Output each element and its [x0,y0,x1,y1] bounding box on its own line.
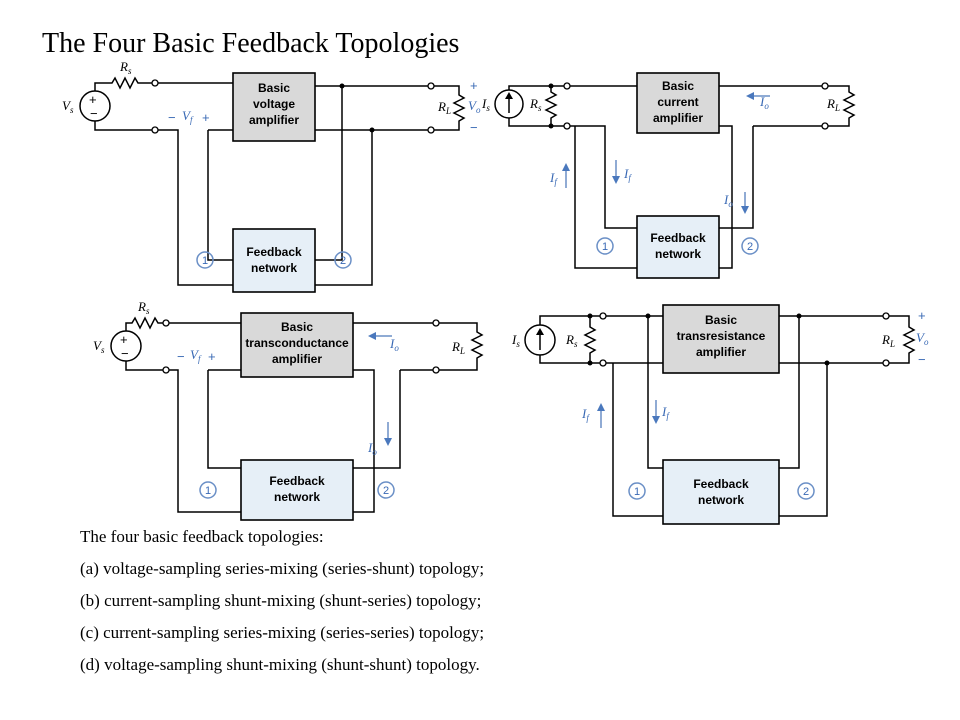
svg-text:−: − [177,349,185,364]
panel-a-rs-label: Rs [119,59,132,76]
svg-text:transconductance: transconductance [245,336,349,350]
svg-text:Feedback: Feedback [269,474,325,488]
panel-b-amplifier-box [636,72,720,134]
panel-a-series-shunt: + − Vs Rs − Vf + Basic voltage amplifier… [62,59,481,293]
panel-b-if2-label: If [623,166,632,183]
panel-b-if-label: If [549,170,558,187]
svg-text:2: 2 [383,485,389,497]
svg-text:−: − [470,120,478,135]
panel-d-rs-label: Rs [565,332,578,349]
svg-text:2: 2 [340,255,346,267]
panel-c-source-label: Vs [93,338,105,355]
panel-d-feedback-box [662,459,780,525]
svg-text:−: − [918,352,926,367]
caption-intro: The four basic feedback topologies: [80,527,324,546]
svg-text:transresistance: transresistance [677,329,766,343]
caption-item-a: (a) voltage-sampling series-mixing (seri… [80,559,485,578]
panel-a-vf-label: Vf [182,108,194,125]
panel-c-amplifier-box [240,312,354,378]
svg-text:Feedback: Feedback [693,477,749,491]
svg-text:1: 1 [634,486,640,498]
panel-b-rl-label: RL [826,96,840,113]
panel-b-shunt-series: Is Rs If If Basic current amplifier Io I… [481,72,856,279]
page-title: The Four Basic Feedback Topologies [42,28,460,59]
panel-a-source-label: Vs [62,98,74,115]
svg-text:+: + [202,110,210,125]
svg-text:1: 1 [202,255,208,267]
panel-d-if2-label: If [661,404,670,421]
svg-text:+: + [89,92,97,107]
svg-text:Basic: Basic [705,313,737,327]
panel-a-feedback-box [232,228,316,293]
svg-text:−: − [121,346,129,361]
svg-text:−: − [90,106,98,121]
panel-b-io-label: Io [759,94,769,111]
panel-b-rs-label: Rs [529,96,542,113]
svg-text:network: network [274,490,320,504]
figure-caption: The four basic feedback topologies: (a) … [80,527,484,687]
panel-c-rs-label: Rs [137,299,150,316]
panel-c-io2-label: Io [367,440,377,457]
panel-c-vf-label: Vf [190,347,202,364]
svg-text:network: network [698,493,744,507]
svg-text:+: + [470,78,478,93]
caption-item-d: (d) voltage-sampling shunt-mixing (shunt… [80,655,480,674]
panel-c-feedback-box [240,459,354,521]
panel-d-vo-label: Vo [916,330,929,347]
svg-text:Feedback: Feedback [650,231,706,245]
caption-item-c: (c) current-sampling series-mixing (seri… [80,623,485,642]
panel-d-amplifier-box [662,304,780,374]
panel-c-rl-label: RL [451,339,465,356]
svg-text:voltage: voltage [253,97,295,111]
panel-b-source-label: Is [481,96,490,113]
svg-text:amplifier: amplifier [249,113,299,127]
svg-text:2: 2 [747,241,753,253]
panel-b-io2-label: Io [723,192,733,209]
panel-c-io-label: Io [389,336,399,353]
feedback-topology-diagrams: + − Vs Rs − Vf + Basic voltage amplifier… [62,59,929,525]
svg-text:network: network [251,261,297,275]
caption-item-b: (b) current-sampling shunt-mixing (shunt… [80,591,482,610]
svg-text:Basic: Basic [662,79,694,93]
panel-b-feedback-box [636,215,720,279]
svg-text:amplifier: amplifier [696,345,746,359]
svg-text:current: current [657,95,698,109]
svg-text:amplifier: amplifier [272,352,322,366]
panel-d-if-label: If [581,406,590,423]
svg-text:+: + [120,332,128,347]
svg-text:+: + [918,308,926,323]
svg-text:1: 1 [602,241,608,253]
svg-text:Feedback: Feedback [246,245,302,259]
panel-c-series-series: + − Vs Rs − Vf + Basic transconductance … [93,299,484,521]
svg-text:1: 1 [205,485,211,497]
svg-text:network: network [655,247,701,261]
svg-text:Basic: Basic [281,320,313,334]
svg-text:+: + [208,349,216,364]
panel-a-amplifier-box [232,72,316,142]
panel-a-vo-label: Vo [468,98,481,115]
panel-d-shunt-shunt: Is Rs If If Basic transresistance amplif… [511,304,929,525]
svg-text:2: 2 [803,486,809,498]
svg-text:Basic: Basic [258,81,290,95]
panel-a-rl-label: RL [437,99,451,116]
svg-text:amplifier: amplifier [653,111,703,125]
svg-text:−: − [168,110,176,125]
panel-d-source-label: Is [511,332,520,349]
panel-d-rl-label: RL [881,332,895,349]
